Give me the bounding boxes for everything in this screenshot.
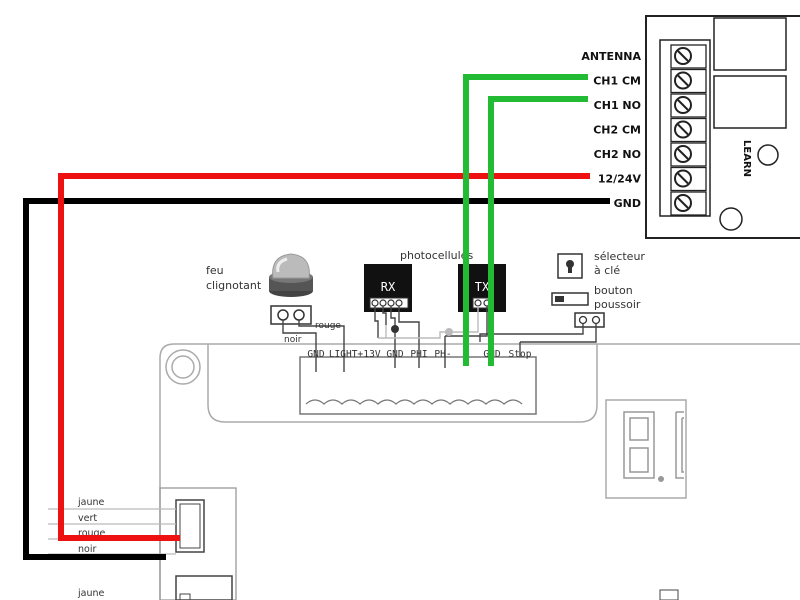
connector-wire-labels: jaune vert rouge noir jaune xyxy=(77,497,106,599)
button-label-2: poussoir xyxy=(594,298,641,311)
receiver-led xyxy=(719,207,743,231)
receiver-terminal-label: CH2 NO xyxy=(594,148,641,161)
wire-label: noir xyxy=(78,544,96,555)
encoder-connector xyxy=(175,575,233,600)
terminal-label: PH- xyxy=(434,349,451,360)
noir-wire-label: noir xyxy=(284,335,302,345)
flashing-lamp-icon xyxy=(269,253,313,297)
rouge-wire-label: rouge xyxy=(315,321,341,331)
wire-label: jaune xyxy=(77,588,105,599)
button-label: bouton xyxy=(594,284,633,297)
colored-wires xyxy=(23,74,610,560)
lamp-terminal xyxy=(270,305,312,325)
terminal-housing xyxy=(207,344,598,423)
learn-label: LEARN xyxy=(741,140,752,177)
relay-1 xyxy=(713,17,787,71)
relay-2 xyxy=(713,75,787,129)
feu-label: feu xyxy=(206,264,224,277)
terminal-label: GND xyxy=(307,349,324,360)
receiver-terminal-label: CH1 NO xyxy=(594,99,641,112)
wire-label: vert xyxy=(78,513,97,524)
board-terminal-labels: GND LIGHT+ 13V GND PHI PH- P GND Stop xyxy=(307,349,531,360)
radio-receiver: LEARN ANTENNA CH1 CM CH1 NO CH2 CM CH2 NO 12/… xyxy=(581,15,800,239)
tx-label: TX xyxy=(475,280,490,294)
clignotant-label: clignotant xyxy=(206,279,262,292)
terminal-label: LIGHT+ xyxy=(329,349,364,360)
motor-connector xyxy=(175,499,205,553)
display-module xyxy=(605,399,687,499)
key-selector: sélecteur à clé xyxy=(557,250,645,279)
terminal-label: PHI xyxy=(410,349,427,360)
red-power-wire xyxy=(58,173,590,541)
push-button: bouton poussoir xyxy=(479,284,641,343)
rx-label: RX xyxy=(381,280,396,294)
control-board xyxy=(48,330,800,600)
mounting-hole xyxy=(165,349,201,385)
black-gnd-wire xyxy=(23,198,610,560)
flashing-light: feu clignotant rouge noir xyxy=(206,253,345,357)
terminal-label: Stop xyxy=(509,349,532,360)
receiver-terminal-label: 12/24V xyxy=(598,173,642,186)
terminal-block xyxy=(299,356,537,415)
receiver-terminal-label: CH1 CM xyxy=(593,75,641,88)
receiver-terminal-label: GND xyxy=(614,197,641,210)
selector-label-2: à clé xyxy=(594,264,620,277)
receiver-terminal-label: ANTENNA xyxy=(581,50,641,63)
green-ch1-cm-wire xyxy=(463,74,588,366)
wire-label: jaune xyxy=(77,497,105,508)
photocells-label: photocellules xyxy=(400,249,473,262)
terminal-springs xyxy=(305,399,523,405)
receiver-terminal-label: CH2 CM xyxy=(593,124,641,137)
connector-housing xyxy=(159,487,237,600)
green-ch1-no-wire xyxy=(488,96,588,366)
seven-segment-display xyxy=(623,411,684,479)
terminal-label: 13V xyxy=(363,349,380,360)
selector-label: sélecteur xyxy=(594,250,645,263)
terminal-label: GND xyxy=(386,349,403,360)
photocells: photocellules RX TX xyxy=(364,249,506,339)
learn-button[interactable] xyxy=(757,144,779,166)
wire-label: rouge xyxy=(78,528,106,539)
